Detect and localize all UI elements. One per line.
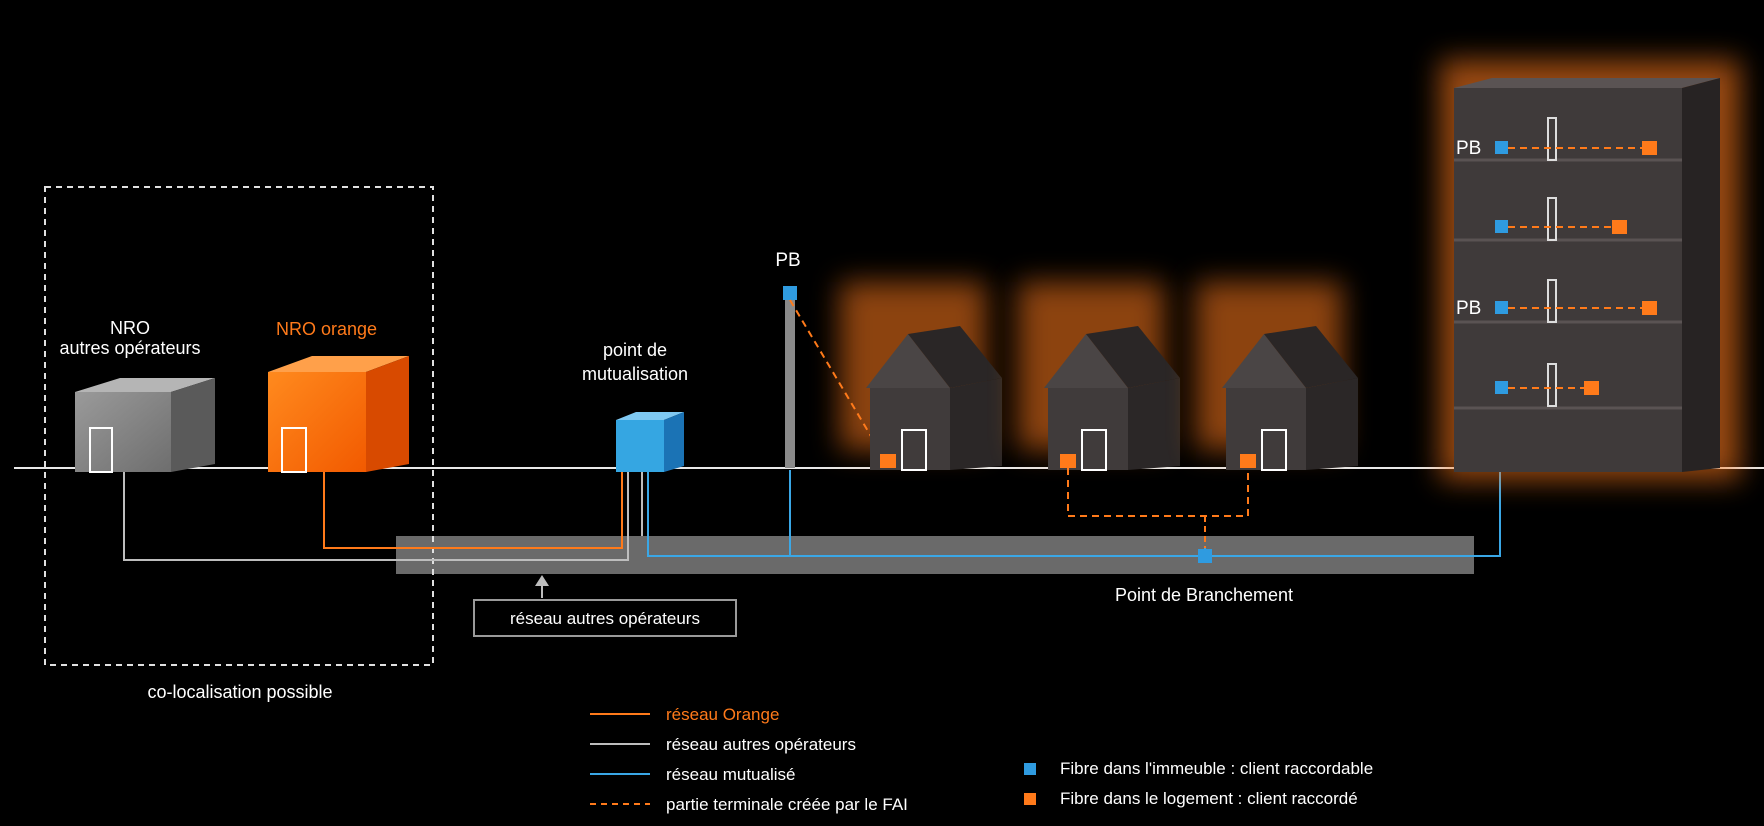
legend-square-label-1: Fibre dans le logement : client raccordé <box>1060 789 1358 808</box>
pb-building-mid-label: PB <box>1456 298 1481 319</box>
building-pb-square-2 <box>1495 220 1508 233</box>
building-pb-square-3 <box>1495 301 1508 314</box>
legend-square-label-0: Fibre dans l'immeuble : client raccordab… <box>1060 759 1373 778</box>
building-pb-square-4 <box>1495 381 1508 394</box>
nro-other-building <box>75 378 215 473</box>
pole <box>785 292 795 468</box>
flat-square-2 <box>1612 220 1627 234</box>
legend-square-swatch-1 <box>1024 793 1036 805</box>
nro-orange-label: NRO orange <box>276 319 377 339</box>
nro-other-label-2: autres opérateurs <box>59 338 200 358</box>
legend-line-label-0: réseau Orange <box>666 705 779 724</box>
building-pb-square-1 <box>1495 141 1508 154</box>
pm-label-1: point de <box>603 340 667 360</box>
legend-line-label-2: réseau mutualisé <box>666 765 795 784</box>
flat-square-4 <box>1584 381 1599 395</box>
pb-street-square <box>1198 549 1212 563</box>
drop-pole-house1 <box>789 299 885 459</box>
point-branchement-label: Point de Branchement <box>1115 585 1293 605</box>
house-3 <box>1196 282 1358 471</box>
pm-label-2: mutualisation <box>582 364 688 384</box>
arrow-head <box>535 575 549 586</box>
pb-pole-label: PB <box>775 250 800 271</box>
reseau-autres-label: réseau autres opérateurs <box>510 609 700 628</box>
reseau-autres-box <box>473 599 737 637</box>
legend-square-swatch-0 <box>1024 763 1036 775</box>
pb-building-top-label: PB <box>1456 138 1481 159</box>
pm-cabinet <box>616 412 684 472</box>
nro-other-label-1: NRO <box>110 318 150 338</box>
colocalisation-box <box>44 186 434 666</box>
apartment-building <box>1440 60 1740 480</box>
flat-square-3 <box>1642 301 1657 315</box>
legend: réseau Orange réseau autres opérateurs rés… <box>590 705 1373 814</box>
house-1 <box>840 282 1002 471</box>
house-2 <box>1018 282 1180 471</box>
cable-orange <box>323 472 623 549</box>
flat-square-1 <box>1642 141 1657 155</box>
cable-other-operators <box>123 472 629 561</box>
drop-houses-2-3 <box>1067 468 1249 517</box>
legend-line-label-1: réseau autres opérateurs <box>666 735 856 754</box>
nro-orange-building <box>268 356 409 473</box>
legend-line-label-3: partie terminale créée par le FAI <box>666 795 908 814</box>
colocalisation-label: co-localisation possible <box>147 682 332 702</box>
pb-pole-square <box>783 286 797 300</box>
